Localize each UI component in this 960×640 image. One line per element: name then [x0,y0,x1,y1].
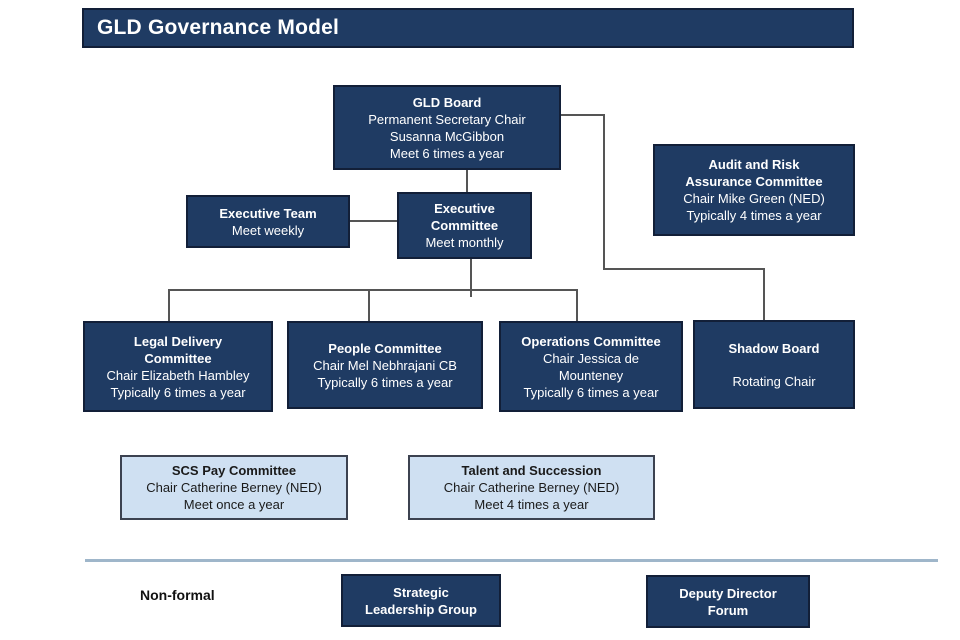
node-title: Committee [430,218,499,233]
node-title: Assurance Committee [685,174,823,189]
node-line: Susanna McGibbon [389,128,505,144]
node-strategic-leadership-group: Strategic Leadership Group [341,574,501,627]
page-title: GLD Governance Model [82,8,854,48]
connector-exec-committee-down [470,259,472,297]
node-line: Chair Catherine Berney (NED) [443,480,620,495]
non-formal-label: Non-formal [140,587,215,603]
connector-board-to-exec-committee [466,170,468,192]
node-line: Meet 6 times a year [389,145,505,161]
node-executive-committee: Executive Committee Meet monthly [397,192,532,259]
node-line: Meet once a year [183,497,285,512]
node-scs-pay-committee: SCS Pay Committee Chair Catherine Berney… [120,455,348,520]
node-deputy-director-forum: Deputy Director Forum [646,575,810,628]
node-talent-and-succession: Talent and Succession Chair Catherine Be… [408,455,655,520]
node-people-committee: People Committee Chair Mel Nebhrajani CB… [287,321,483,409]
connector-right-horizontal-segment [603,268,765,270]
node-line: Typically 6 times a year [523,384,659,400]
connector-stub-operations [576,289,578,321]
node-line: Typically 4 times a year [686,208,822,223]
node-title: People Committee [328,340,442,356]
connector-exec-team-to-exec-committee [350,220,397,222]
node-line: Chair Mike Green (NED) [683,191,825,206]
non-formal-divider [85,559,938,562]
node-line: Chair Catherine Berney (NED) [146,480,322,495]
node-title: Talent and Succession [461,463,602,478]
node-title: Operations Committee [521,333,661,349]
connector-right-vertical-segment [603,114,605,270]
node-line: Rotating Chair [732,373,816,389]
node-title: GLD Board [412,94,482,110]
node-line: Permanent Secretary Chair [368,111,526,127]
node-shadow-board: Shadow Board Rotating Chair [693,320,855,409]
page-title-text: GLD Governance Model [97,16,340,39]
node-title: Committee [144,350,212,366]
node-line: Meet weekly [231,222,305,238]
node-title: Strategic [393,584,449,600]
node-title: Shadow Board [728,340,820,356]
node-operations-committee: Operations Committee Chair Jessica de Mo… [499,321,683,412]
connector-stub-legal-delivery [168,289,170,321]
node-line: Chair Mel Nebhrajani CB [313,357,457,373]
node-line: Mounteney [558,367,624,383]
node-title: Deputy Director [679,585,777,601]
node-title: Leadership Group [365,601,477,617]
node-line: Typically 6 times a year [317,374,453,390]
node-executive-team: Executive Team Meet weekly [186,195,350,248]
node-title: SCS Pay Committee [171,463,297,478]
node-legal-delivery-committee: Legal Delivery Committee Chair Elizabeth… [83,321,273,412]
node-title: Forum [707,602,749,618]
connector-stub-people [368,289,370,321]
node-line: Chair Elizabeth Hambley [106,367,250,383]
connector-to-shadow-board [763,268,765,320]
node-audit-risk-assurance-committee: Audit and Risk Assurance Committee Chair… [653,144,855,236]
node-title: Executive Team [219,205,317,221]
node-line: Typically 6 times a year [110,384,246,400]
node-line: Chair Jessica de [542,350,640,366]
node-title: Audit and Risk [708,157,800,172]
node-line: Meet 4 times a year [474,497,589,512]
node-line: Meet monthly [425,235,504,250]
connector-board-right-segment [561,114,604,116]
node-title: Executive [434,201,495,216]
node-title: Legal Delivery [133,333,223,349]
connector-committee-bus [168,289,578,291]
node-gld-board: GLD Board Permanent Secretary Chair Susa… [333,85,561,170]
